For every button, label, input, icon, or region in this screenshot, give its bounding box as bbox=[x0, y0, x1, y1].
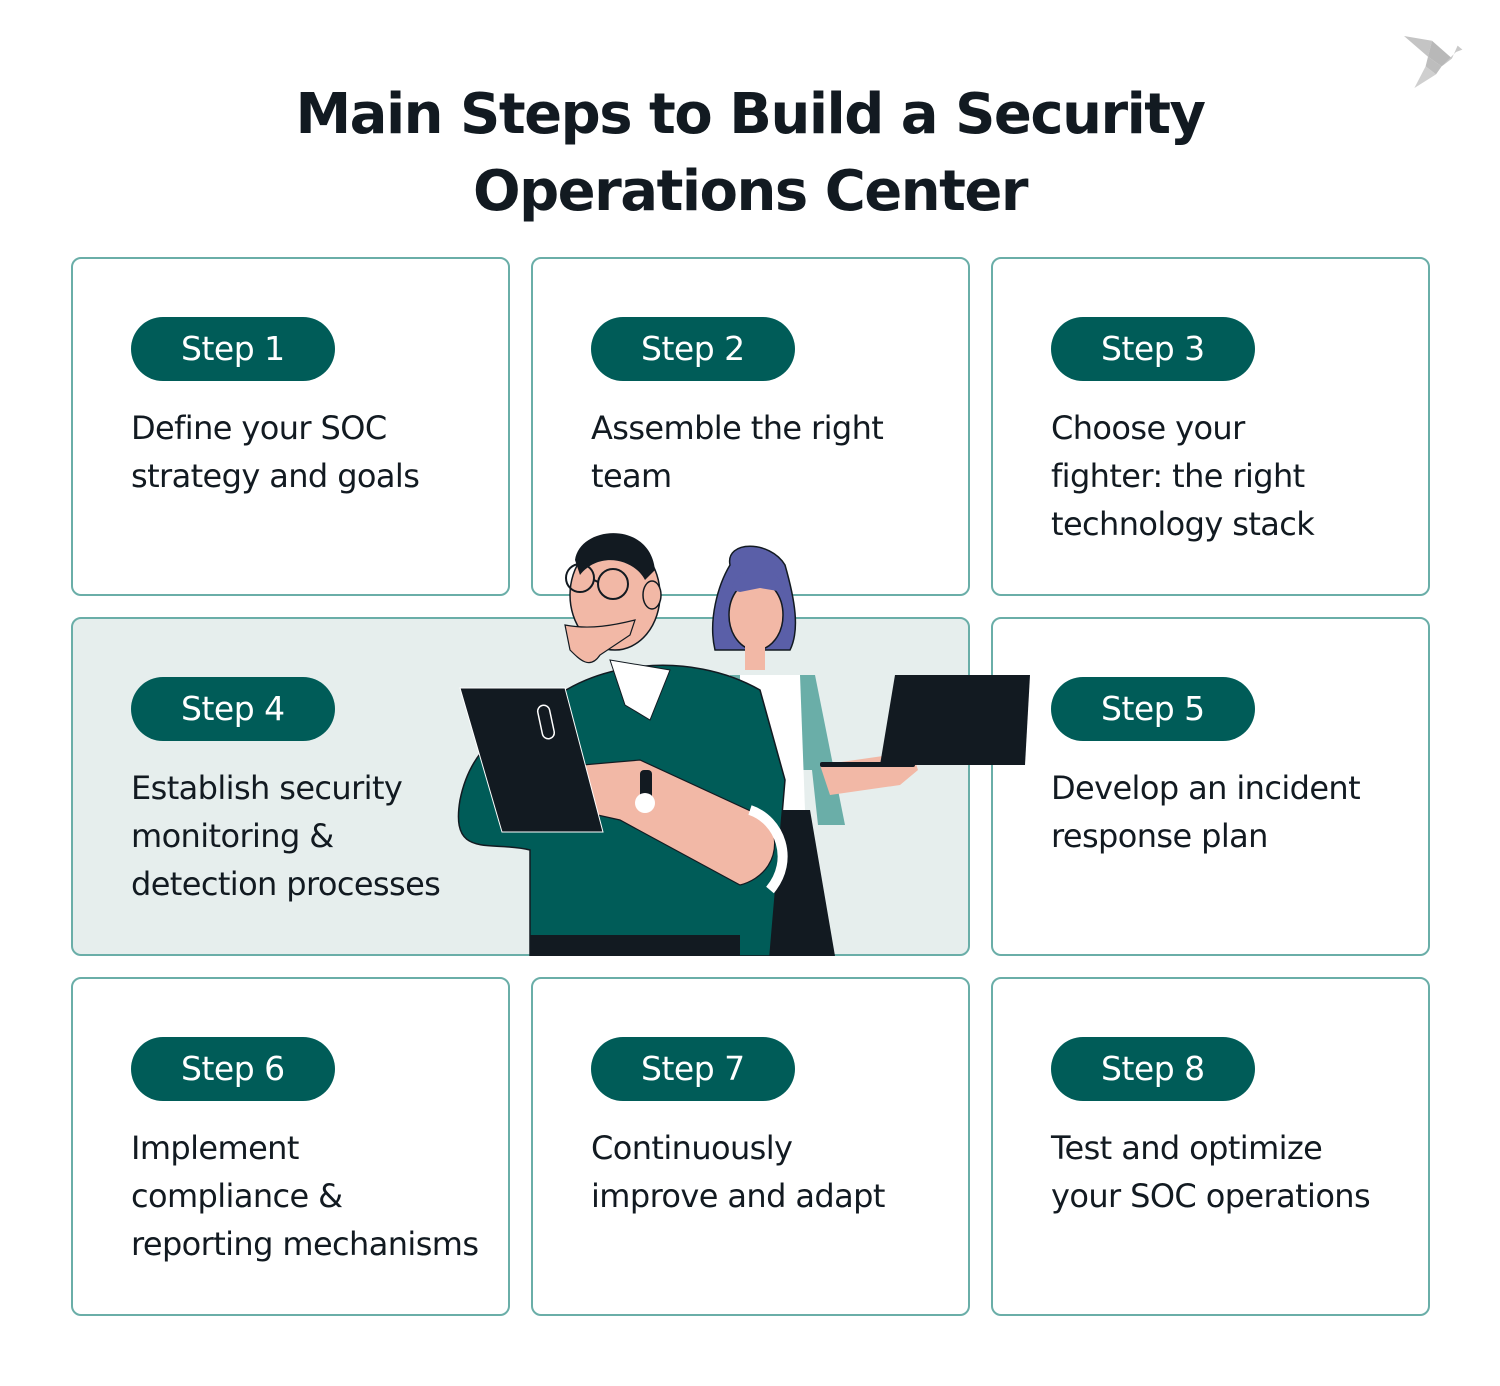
step-description: Establish security monitoring & detectio… bbox=[131, 764, 441, 908]
step-card-1: Step 1 Define your SOC strategy and goal… bbox=[71, 257, 510, 596]
step-badge: Step 3 bbox=[1051, 317, 1255, 381]
step-description: Define your SOC strategy and goals bbox=[131, 404, 420, 500]
people-illustration bbox=[457, 533, 1030, 956]
step-card-3: Step 3 Choose your fighter: the right te… bbox=[991, 257, 1430, 596]
step-description: Continuously improve and adapt bbox=[591, 1124, 885, 1220]
step-description-line: detection processes bbox=[131, 865, 441, 903]
step-description-line: fighter: the right bbox=[1051, 457, 1305, 495]
step-description: Develop an incident response plan bbox=[1051, 764, 1361, 860]
step-description-line: improve and adapt bbox=[591, 1177, 885, 1215]
step-description-line: technology stack bbox=[1051, 505, 1315, 543]
step-description-line: Develop an incident bbox=[1051, 769, 1361, 807]
step-badge: Step 6 bbox=[131, 1037, 335, 1101]
laptop-icon bbox=[820, 675, 1030, 767]
step-description-line: compliance & bbox=[131, 1177, 343, 1215]
step-description: Test and optimize your SOC operations bbox=[1051, 1124, 1371, 1220]
step-card-5: Step 5 Develop an incident response plan bbox=[991, 617, 1430, 956]
step-description-line: Define your SOC bbox=[131, 409, 387, 447]
step-description: Choose your fighter: the right technolog… bbox=[1051, 404, 1315, 548]
step-description-line: monitoring & bbox=[131, 817, 334, 855]
step-badge: Step 4 bbox=[131, 677, 335, 741]
title-line-1: Main Steps to Build a Security bbox=[295, 82, 1206, 147]
step-description: Implement compliance & reporting mechani… bbox=[131, 1124, 479, 1268]
step-description-line: Establish security bbox=[131, 769, 403, 807]
step-card-6: Step 6 Implement compliance & reporting … bbox=[71, 977, 510, 1316]
step-description-line: reporting mechanisms bbox=[131, 1225, 479, 1263]
step-card-8: Step 8 Test and optimize your SOC operat… bbox=[991, 977, 1430, 1316]
step-description-line: Continuously bbox=[591, 1129, 793, 1167]
step-card-7: Step 7 Continuously improve and adapt bbox=[531, 977, 970, 1316]
step-description: Assemble the right team bbox=[591, 404, 884, 500]
step-description-line: your SOC operations bbox=[1051, 1177, 1371, 1215]
step-badge: Step 8 bbox=[1051, 1037, 1255, 1101]
step-description-line: Assemble the right bbox=[591, 409, 884, 447]
step-description-line: Choose your bbox=[1051, 409, 1245, 447]
step-description-line: team bbox=[591, 457, 672, 495]
step-badge: Step 2 bbox=[591, 317, 795, 381]
title-line-2: Operations Center bbox=[472, 159, 1029, 224]
step-description-line: strategy and goals bbox=[131, 457, 420, 495]
step-badge: Step 5 bbox=[1051, 677, 1255, 741]
step-badge: Step 7 bbox=[591, 1037, 795, 1101]
origami-bird-icon bbox=[1404, 36, 1463, 88]
step-description-line: response plan bbox=[1051, 817, 1268, 855]
step-description-line: Implement bbox=[131, 1129, 299, 1167]
step-card-2: Step 2 Assemble the right team bbox=[531, 257, 970, 596]
page-title: Main Steps to Build a Security Operation… bbox=[0, 76, 1500, 230]
step-badge: Step 1 bbox=[131, 317, 335, 381]
step-description-line: Test and optimize bbox=[1051, 1129, 1323, 1167]
tablet-icon bbox=[459, 687, 604, 833]
